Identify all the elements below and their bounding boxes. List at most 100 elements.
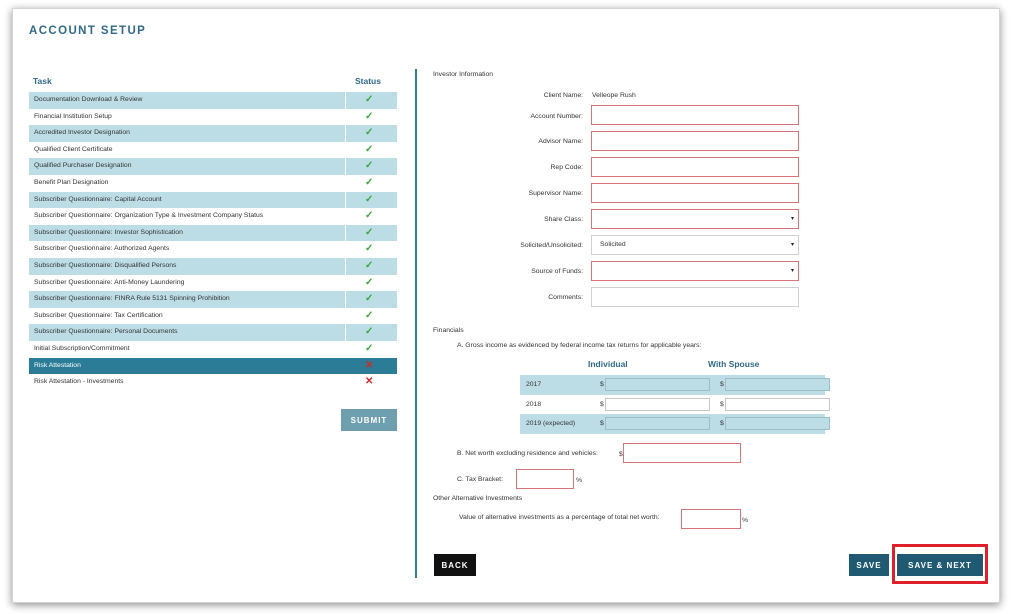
currency-symbol: $ bbox=[600, 400, 604, 408]
task-row[interactable]: Subscriber Questionnaire: Authorized Age… bbox=[29, 241, 397, 258]
gross-income-table: Individual With Spouse 2017$$ 2018 $ $2019 … bbox=[520, 357, 830, 434]
table-row: 2018$$ bbox=[520, 395, 830, 415]
source-of-funds-select[interactable]: ▾ bbox=[591, 261, 799, 281]
account-number-label: Account Number: bbox=[530, 113, 583, 120]
task-row[interactable]: Subscriber Questionnaire: Anti-Money Lau… bbox=[29, 274, 397, 292]
alternatives-percent-input[interactable] bbox=[681, 509, 741, 529]
task-row[interactable]: Benefit Plan Designation✓ bbox=[29, 174, 397, 192]
year-label: 2019 (expected) bbox=[526, 420, 576, 427]
checkmark-icon: ✓ bbox=[365, 143, 374, 155]
task-cell-divider bbox=[345, 241, 346, 258]
task-column-header: Task bbox=[33, 76, 52, 86]
advisor-name-input[interactable] bbox=[591, 131, 799, 151]
task-row[interactable]: Subscriber Questionnaire: Disqualified P… bbox=[29, 257, 397, 275]
currency-symbol: $ bbox=[600, 420, 604, 427]
spouse-income-input[interactable] bbox=[725, 417, 830, 430]
task-row[interactable]: Subscriber Questionnaire: Personal Docum… bbox=[29, 324, 397, 341]
task-cell-divider bbox=[345, 158, 346, 175]
gross-income-label: A. Gross income as evidenced by federal … bbox=[457, 342, 702, 349]
share-class-select[interactable]: ▾ bbox=[591, 209, 799, 229]
task-row[interactable]: Subscriber Questionnaire: Tax Certificat… bbox=[29, 307, 397, 325]
gross-income-table-header: Individual With Spouse bbox=[520, 357, 825, 375]
task-cell-divider bbox=[345, 174, 346, 192]
account-setup-window: ACCOUNT SETUP Task Status Documentation … bbox=[12, 8, 1000, 603]
task-row[interactable]: Subscriber Questionnaire: Investor Sophi… bbox=[29, 224, 397, 242]
task-row[interactable]: Financial Institution Setup ✓ bbox=[29, 108, 397, 126]
individual-income-input[interactable] bbox=[605, 397, 710, 411]
tax-bracket-label: C. Tax Bracket: bbox=[457, 476, 503, 483]
advisor-name-label: Advisor Name: bbox=[538, 138, 583, 145]
task-label: Subscriber Questionnaire: Personal Docum… bbox=[34, 328, 178, 336]
task-label: Subscriber Questionnaire: Authorized Age… bbox=[34, 245, 170, 253]
net-worth-input[interactable] bbox=[623, 443, 741, 463]
checkmark-icon: ✓ bbox=[365, 193, 374, 205]
task-cell-divider bbox=[345, 357, 346, 375]
task-row[interactable]: Accredited Investor Designation✓ bbox=[29, 125, 397, 142]
task-cell-divider bbox=[345, 291, 346, 308]
rep-code-input[interactable] bbox=[591, 157, 799, 177]
currency-symbol: $ bbox=[720, 420, 724, 427]
x-mark-icon: ✕ bbox=[365, 359, 374, 371]
net-worth-currency: $ bbox=[619, 451, 623, 458]
save-next-highlight bbox=[892, 544, 988, 584]
save-button[interactable]: SAVE bbox=[849, 554, 889, 576]
task-label: Qualified Client Certificate bbox=[34, 145, 113, 153]
year-label: 2018 bbox=[526, 400, 542, 408]
supervisor-name-label: Supervisor Name: bbox=[528, 190, 583, 197]
investor-info-heading: Investor Information bbox=[433, 71, 494, 78]
task-cell-divider bbox=[345, 125, 346, 142]
checkmark-icon: ✓ bbox=[365, 259, 374, 271]
checkmark-icon: ✓ bbox=[365, 342, 374, 354]
net-worth-label: B. Net worth excluding residence and veh… bbox=[457, 450, 598, 457]
submit-button[interactable]: SUBMIT bbox=[341, 409, 397, 431]
alternatives-value-label: Value of alternative investments as a pe… bbox=[459, 514, 660, 521]
task-row[interactable]: Subscriber Questionnaire: FINRA Rule 513… bbox=[29, 291, 397, 308]
chevron-down-icon: ▾ bbox=[790, 268, 794, 274]
comments-input[interactable] bbox=[591, 287, 799, 307]
checkmark-icon: ✓ bbox=[365, 110, 374, 122]
solicited-label: Solicited/Unsolicited: bbox=[520, 242, 583, 249]
task-label: Subscriber Questionnaire: Disqualified P… bbox=[34, 261, 177, 269]
task-label: Subscriber Questionnaire: Investor Sophi… bbox=[34, 228, 183, 236]
task-row[interactable]: Qualified Client Certificate ✓ bbox=[29, 141, 397, 159]
task-cell-divider bbox=[345, 307, 346, 325]
checkmark-icon: ✓ bbox=[365, 326, 374, 338]
spouse-income-input[interactable] bbox=[725, 378, 830, 391]
supervisor-name-input[interactable] bbox=[591, 183, 799, 203]
task-label: Risk Attestation - Investments bbox=[34, 378, 124, 386]
client-name-value: Velleope Rush bbox=[592, 92, 636, 99]
individual-income-input[interactable] bbox=[605, 417, 710, 430]
task-row[interactable]: Initial Subscription/Commitment✓ bbox=[29, 340, 397, 358]
spouse-income-input[interactable] bbox=[725, 397, 830, 411]
save-and-next-button[interactable]: SAVE & NEXT bbox=[897, 554, 983, 576]
task-cell-divider bbox=[345, 108, 346, 126]
back-button[interactable]: BACK bbox=[434, 554, 476, 576]
table-row: 2019 (expected) $ $ bbox=[520, 414, 830, 434]
task-panel: Task Status Documentation Download & Rev… bbox=[29, 73, 397, 391]
table-row: 2017$$ bbox=[520, 375, 830, 395]
task-row[interactable]: Risk Attestation - Investments✕ bbox=[29, 374, 397, 391]
individual-income-input[interactable] bbox=[605, 378, 710, 391]
status-column-header: Status bbox=[355, 76, 381, 86]
task-cell-divider bbox=[345, 208, 346, 225]
task-list: Documentation Download & Review✓Financia… bbox=[29, 92, 397, 391]
task-label: Qualified Purchaser Designation bbox=[34, 162, 132, 170]
task-cell-divider bbox=[345, 257, 346, 275]
panel-divider bbox=[415, 69, 417, 578]
task-cell-divider bbox=[345, 324, 346, 341]
task-cell-divider bbox=[345, 92, 346, 109]
task-row[interactable]: Subscriber Questionnaire: Capital Accoun… bbox=[29, 191, 397, 209]
checkmark-icon: ✓ bbox=[365, 127, 374, 139]
source-of-funds-label: Source of Funds: bbox=[531, 268, 583, 275]
solicited-select[interactable]: Solicited ▾ bbox=[591, 235, 799, 255]
task-row[interactable]: Qualified Purchaser Designation✓ bbox=[29, 158, 397, 175]
account-number-input[interactable] bbox=[591, 105, 799, 125]
client-name-label: Client Name: bbox=[543, 92, 583, 99]
task-label: Financial Institution Setup bbox=[34, 112, 112, 120]
tax-bracket-input[interactable] bbox=[516, 469, 574, 489]
task-row[interactable]: Risk Attestation✕ bbox=[29, 357, 397, 375]
task-row[interactable]: Subscriber Questionnaire: Organization T… bbox=[29, 208, 397, 225]
task-label: Subscriber Questionnaire: FINRA Rule 513… bbox=[34, 295, 230, 303]
task-cell-divider bbox=[345, 340, 346, 358]
task-row[interactable]: Documentation Download & Review✓ bbox=[29, 92, 397, 109]
